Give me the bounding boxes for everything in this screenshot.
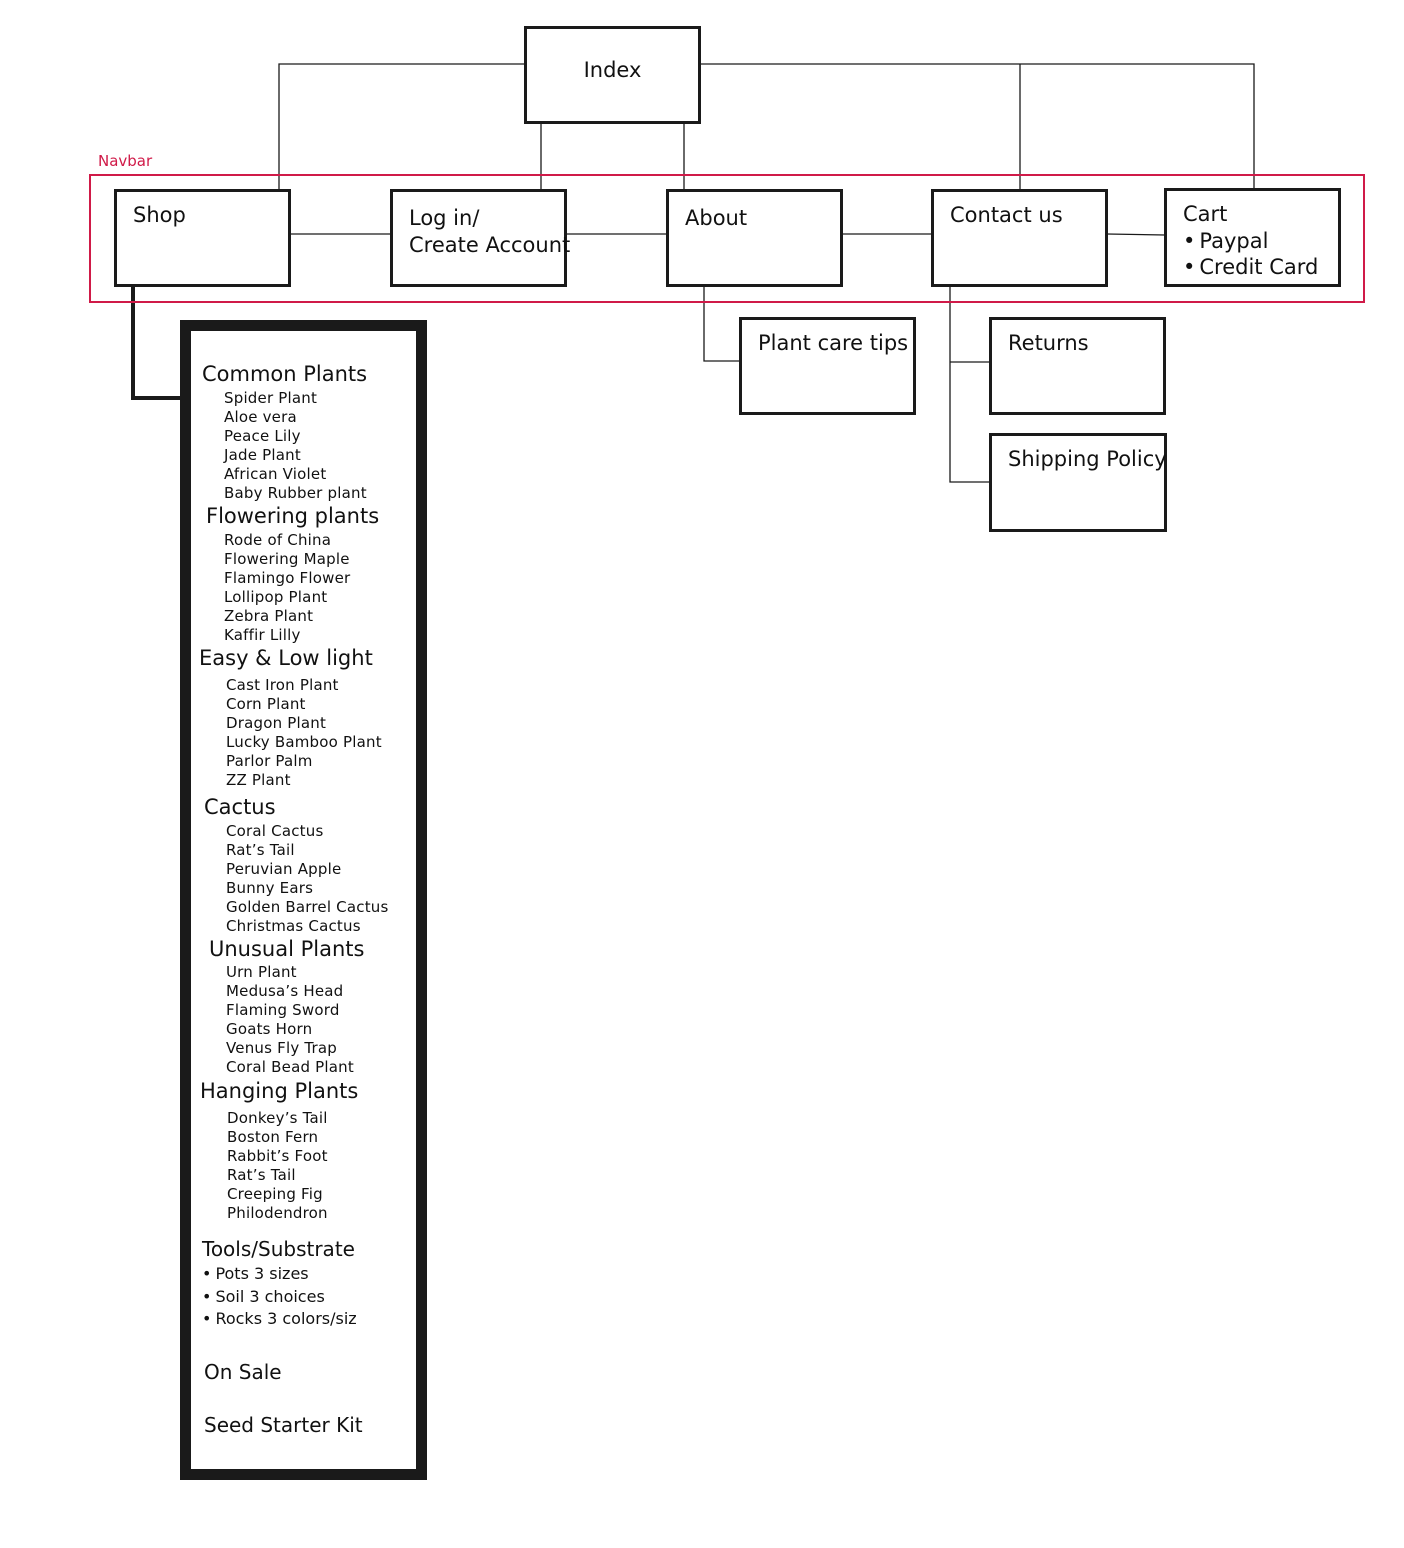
cart-option-credit-card: Credit Card: [1183, 254, 1318, 280]
about-label: About: [685, 206, 748, 230]
list-item[interactable]: Spider Plant: [224, 389, 318, 407]
cart-label: Cart: [1183, 202, 1228, 226]
edge-index-cart: [700, 63, 1255, 190]
shop-node[interactable]: Shop: [114, 189, 291, 287]
cart-option-paypal: Paypal: [1183, 228, 1318, 254]
tools-list: Pots 3 sizes Soil 3 choices Rocks 3 colo…: [202, 1263, 357, 1331]
list-item[interactable]: Zebra Plant: [224, 607, 314, 625]
list-item[interactable]: Venus Fly Trap: [226, 1039, 338, 1057]
navbar-frame: [89, 174, 1365, 303]
list-item[interactable]: Rode of China: [224, 531, 332, 549]
category-flowering-plants[interactable]: Flowering plants: [206, 504, 380, 528]
category-hanging-plants[interactable]: Hanging Plants: [200, 1079, 359, 1103]
list-item[interactable]: Boston Fern: [227, 1128, 319, 1146]
login-label-line1: Log in/: [409, 206, 480, 230]
list-item[interactable]: Pots 3 sizes: [202, 1263, 357, 1286]
list-item[interactable]: Corn Plant: [226, 695, 306, 713]
list-item[interactable]: Lucky Bamboo Plant: [226, 733, 382, 751]
list-item[interactable]: Donkey’s Tail: [227, 1109, 328, 1127]
shipping-node[interactable]: Shipping Policy: [989, 433, 1167, 532]
list-item[interactable]: Rat’s Tail: [227, 1166, 296, 1184]
index-node[interactable]: Index: [524, 26, 701, 124]
contact-label: Contact us: [950, 203, 1063, 227]
index-label: Index: [583, 58, 642, 82]
list-item[interactable]: Flamingo Flower: [224, 569, 351, 587]
list-item[interactable]: Christmas Cactus: [226, 917, 361, 935]
list-item[interactable]: Philodendron: [227, 1204, 328, 1222]
returns-label: Returns: [1008, 331, 1089, 355]
category-seed-starter-kit[interactable]: Seed Starter Kit: [204, 1413, 363, 1437]
login-node[interactable]: Log in/ Create Account: [390, 189, 571, 287]
category-on-sale[interactable]: On Sale: [204, 1360, 282, 1384]
list-item[interactable]: Coral Cactus: [226, 822, 324, 840]
list-item[interactable]: Peace Lily: [224, 427, 301, 445]
category-cactus[interactable]: Cactus: [204, 795, 276, 819]
list-item[interactable]: Lollipop Plant: [224, 588, 328, 606]
list-item[interactable]: Aloe vera: [224, 408, 297, 426]
returns-node[interactable]: Returns: [989, 317, 1166, 415]
list-item[interactable]: Flowering Maple: [224, 550, 350, 568]
edge-contact-cart: [1106, 233, 1166, 236]
list-item[interactable]: Dragon Plant: [226, 714, 327, 732]
cart-options: Paypal Credit Card: [1183, 228, 1318, 280]
contact-node[interactable]: Contact us: [931, 189, 1108, 287]
category-common-plants[interactable]: Common Plants: [202, 362, 368, 386]
list-item[interactable]: Peruvian Apple: [226, 860, 342, 878]
edge-contact-shipping: [949, 286, 990, 483]
list-item[interactable]: ZZ Plant: [226, 771, 291, 789]
list-item[interactable]: Medusa’s Head: [226, 982, 344, 1000]
list-item[interactable]: Goats Horn: [226, 1020, 313, 1038]
list-item[interactable]: Baby Rubber plant: [224, 484, 367, 502]
list-item[interactable]: Rocks 3 colors/siz: [202, 1308, 356, 1331]
navbar-label: Navbar: [98, 152, 153, 170]
list-item[interactable]: Flaming Sword: [226, 1001, 340, 1019]
list-item[interactable]: Creeping Fig: [227, 1185, 323, 1203]
list-item[interactable]: Golden Barrel Cactus: [226, 898, 389, 916]
plant-care-node[interactable]: Plant care tips: [739, 317, 916, 415]
login-label-line2: Create Account: [409, 233, 571, 257]
list-item[interactable]: Coral Bead Plant: [226, 1058, 354, 1076]
list-item[interactable]: Urn Plant: [226, 963, 297, 981]
list-item[interactable]: Jade Plant: [224, 446, 301, 464]
plant-care-label: Plant care tips: [758, 331, 909, 355]
list-item[interactable]: African Violet: [224, 465, 327, 483]
list-item[interactable]: Parlor Palm: [226, 752, 313, 770]
cart-node[interactable]: Cart Paypal Credit Card: [1164, 188, 1341, 287]
category-unusual-plants[interactable]: Unusual Plants: [209, 937, 365, 961]
category-tools-substrate[interactable]: Tools/Substrate: [202, 1237, 355, 1261]
shop-label: Shop: [133, 203, 186, 227]
list-item[interactable]: Rabbit’s Foot: [227, 1147, 328, 1165]
list-item[interactable]: Kaffir Lilly: [224, 626, 301, 644]
list-item[interactable]: Bunny Ears: [226, 879, 314, 897]
list-item[interactable]: Rat’s Tail: [226, 841, 295, 859]
category-easy-low-light[interactable]: Easy & Low light: [199, 646, 373, 670]
list-item[interactable]: Soil 3 choices: [202, 1286, 357, 1309]
shipping-label: Shipping Policy: [1008, 447, 1167, 471]
about-node[interactable]: About: [666, 189, 843, 287]
edge-index-shop: [278, 63, 525, 190]
edge-shop-menu: [131, 286, 190, 400]
list-item[interactable]: Cast Iron Plant: [226, 676, 339, 694]
edge-about-plantcare: [703, 286, 740, 362]
